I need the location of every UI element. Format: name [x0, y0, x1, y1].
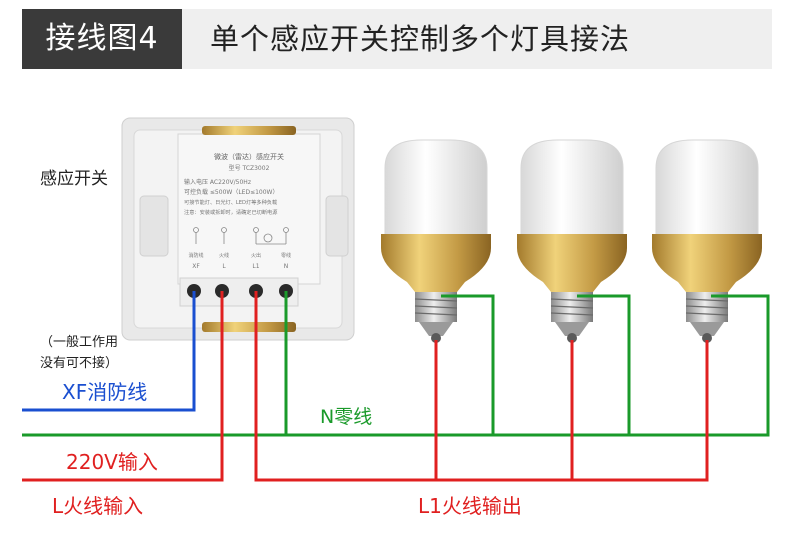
device-text-2: 型号 TCZ3002 — [229, 164, 270, 172]
label-n-wire: N零线 — [320, 406, 373, 428]
label-xf-wire: XF消防线 — [62, 380, 148, 404]
screw-bottom — [202, 322, 296, 332]
label-l1-output: L1火线输出 — [418, 494, 522, 518]
terminal-code-xf: XF — [192, 263, 200, 270]
terminal-name-l: 火线 — [219, 252, 229, 259]
label-220v: 220V输入 — [66, 450, 158, 474]
wire-n-main — [22, 294, 770, 437]
diagram-tag: 接线图4 — [22, 9, 182, 69]
device-text-3: 输入电压 AC220V/50Hz — [184, 178, 251, 186]
wire-l1-output — [254, 291, 709, 482]
terminal-name-xf: 消防线 — [188, 252, 203, 259]
wire-n-bulb1 — [441, 294, 495, 435]
label-note-line2: 没有可不接） — [40, 356, 119, 371]
sensor-switch-device: 微波（雷达）感应开关 型号 TCZ3002 输入电压 AC220V/50Hz 可… — [121, 117, 355, 341]
device-text-1: 微波（雷达）感应开关 — [214, 152, 284, 161]
device-text-4: 可控负载 ≤500W（LED≤100W） — [184, 188, 279, 196]
label-note-line1: （一般工作用 — [40, 335, 119, 350]
wire-l-input — [22, 291, 224, 482]
terminal-code-l: L — [222, 263, 226, 270]
wire-xf — [22, 291, 196, 412]
label-l-input: L火线输入 — [52, 494, 144, 518]
bulb-1 — [381, 139, 491, 343]
bulb-3 — [652, 139, 762, 343]
device-text-6: 注意：安装或拆卸时，请确定已切断电源 — [184, 208, 278, 216]
device-text-5: 可接节能灯、日光灯、LED灯等多种负载 — [184, 198, 277, 206]
terminal-code-n: N — [284, 263, 289, 270]
wire-n-bulb2 — [577, 294, 631, 435]
bulb-2 — [517, 139, 627, 343]
terminal-name-l1: 火出 — [251, 252, 261, 259]
terminal-name-n: 零线 — [281, 252, 291, 259]
label-sensor-switch: 感应开关 — [40, 169, 108, 189]
terminal-code-l1: L1 — [252, 263, 259, 270]
screw-top — [202, 126, 296, 135]
diagram-title: 单个感应开关控制多个灯具接法 — [210, 22, 631, 56]
